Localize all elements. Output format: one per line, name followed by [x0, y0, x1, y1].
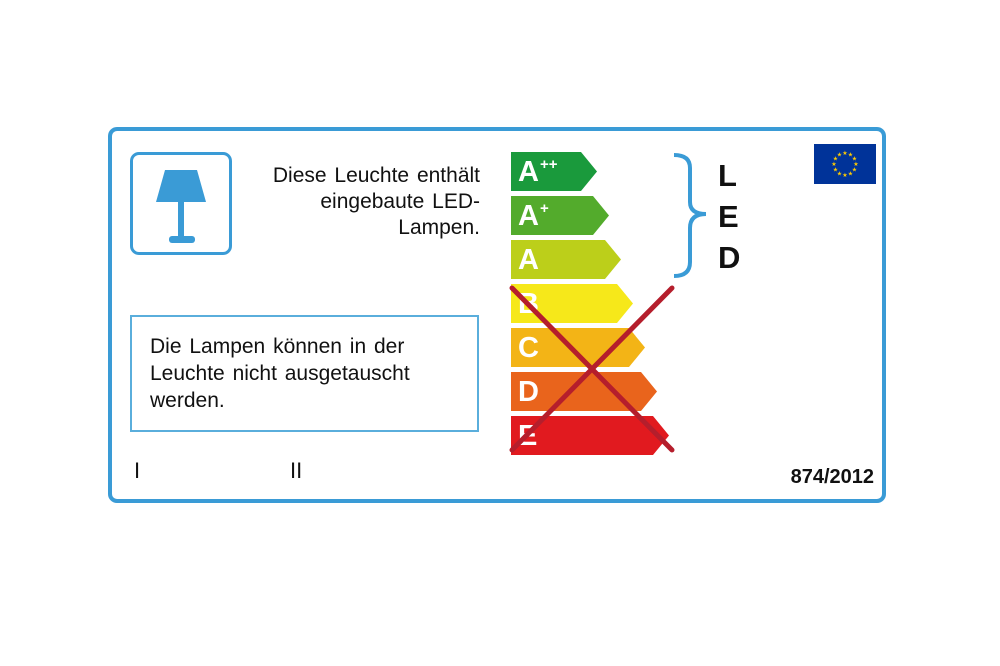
- svg-text:★: ★: [852, 156, 857, 163]
- svg-text:★: ★: [842, 150, 847, 157]
- svg-text:★: ★: [853, 161, 858, 168]
- brace-icon: [673, 153, 707, 278]
- energy-class-plus: ++: [539, 156, 558, 173]
- lamp-icon: [156, 170, 206, 243]
- regulation-number: 874/2012: [790, 466, 874, 488]
- roman-numeral-one: I: [134, 458, 141, 483]
- note-box: [130, 315, 479, 432]
- energy-class-1: A++: [511, 152, 597, 191]
- roman-numeral-two: II: [290, 458, 303, 483]
- energy-class-plus: +: [539, 200, 549, 217]
- energy-class-5: C: [511, 328, 645, 367]
- svg-text:★: ★: [837, 171, 842, 178]
- energy-class-arrow: [511, 240, 621, 279]
- energy-class-letter: D: [518, 376, 539, 408]
- svg-text:★: ★: [848, 171, 853, 178]
- energy-class-arrow: [511, 416, 669, 455]
- led-letter-d: D: [718, 240, 741, 275]
- energy-class-arrow: [511, 152, 597, 191]
- led-letter-l: L: [718, 158, 737, 193]
- energy-class-arrow: [511, 328, 645, 367]
- energy-class-letter: A++: [518, 156, 558, 188]
- energy-class-3: A: [511, 240, 621, 279]
- svg-text:★: ★: [837, 152, 842, 159]
- svg-text:★: ★: [833, 156, 838, 163]
- svg-text:★: ★: [842, 172, 847, 179]
- svg-text:★: ★: [831, 161, 836, 168]
- eu-flag-icon: ★★★★★★★★★★★★: [814, 144, 876, 184]
- energy-class-2: A+: [511, 196, 609, 235]
- lamp-icon-box: [130, 152, 232, 255]
- note-text: Die Lampen können in der Leuchte nicht a…: [150, 335, 410, 412]
- svg-text:★: ★: [833, 167, 838, 174]
- svg-text:★: ★: [848, 152, 853, 159]
- energy-class-letter: A: [518, 244, 539, 276]
- cross-mark-icon: [509, 285, 675, 453]
- energy-class-arrow: [511, 284, 633, 323]
- energy-class-letter: C: [518, 332, 539, 364]
- svg-text:★: ★: [852, 167, 857, 174]
- energy-class-arrow: [511, 196, 609, 235]
- energy-class-letter: A+: [518, 200, 549, 232]
- description-text: Diese Leuchte enthält eingebaute LED-Lam…: [272, 164, 480, 239]
- led-letter-e: E: [718, 199, 739, 234]
